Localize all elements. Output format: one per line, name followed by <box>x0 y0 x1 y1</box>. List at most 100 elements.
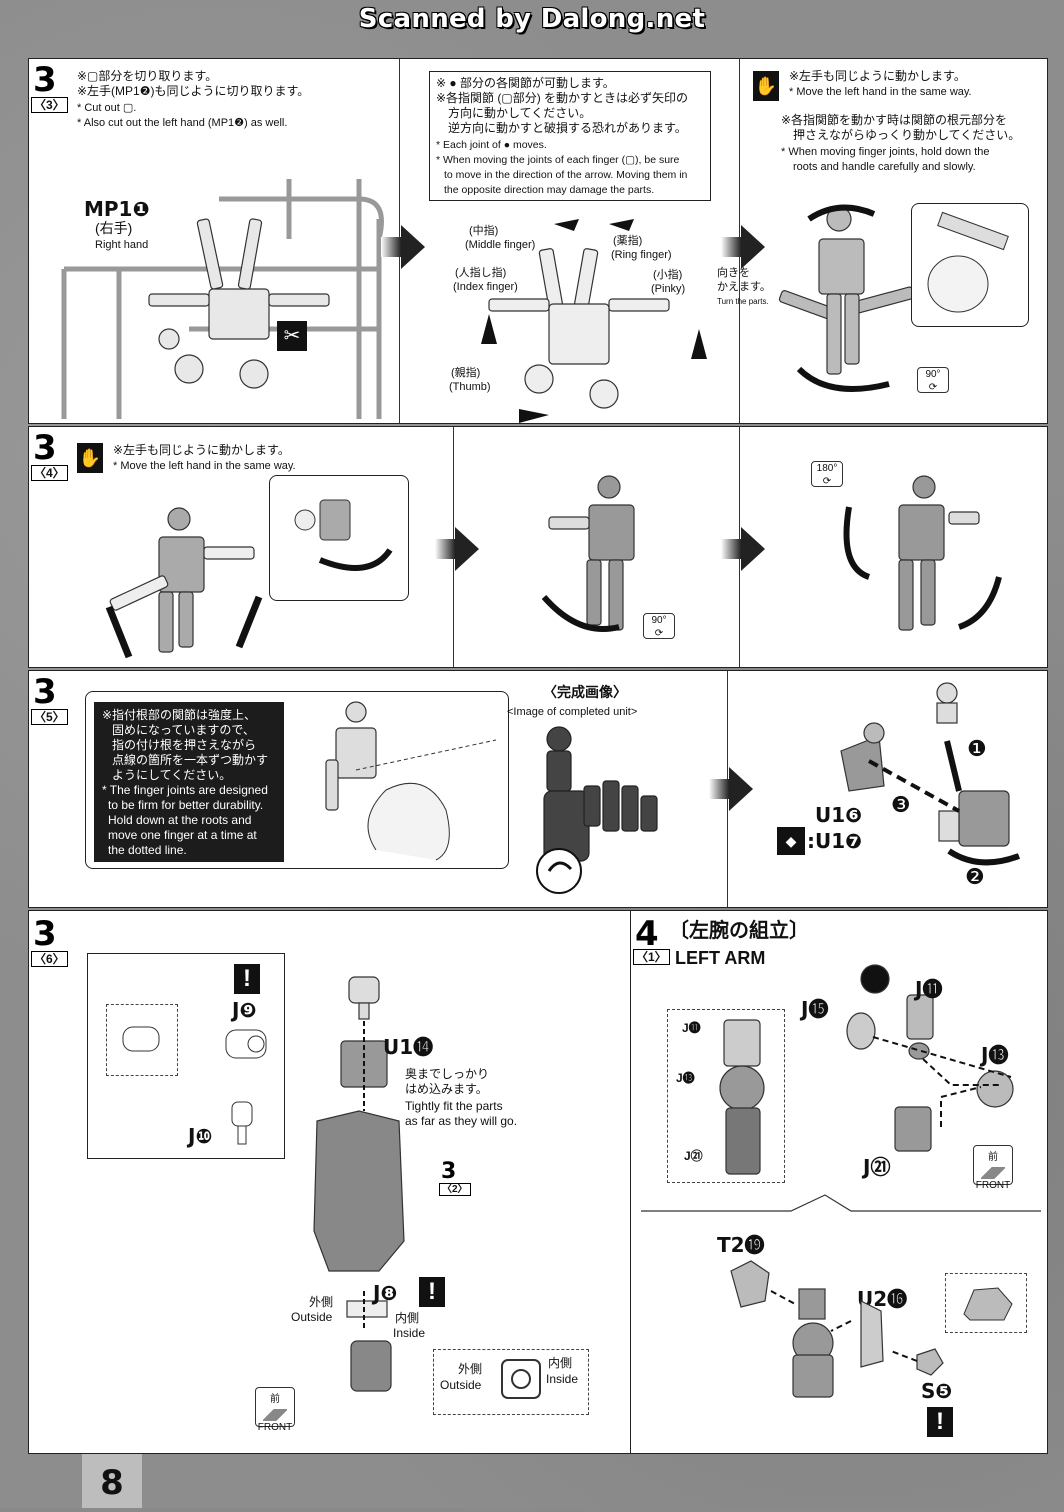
arm-assembled-detail: J⓫ J⓭ J㉑ <box>667 1009 785 1183</box>
finger-joint-caution: ※指付根部の関節は強度上、 固めになっていますので、 指の付け根を押さえながら … <box>94 702 284 862</box>
finger-hold-detail <box>911 203 1029 327</box>
substep-label: 〈3〉 <box>31 97 68 113</box>
front-arrow-icon <box>263 1409 287 1421</box>
step-number: 3 <box>33 428 57 468</box>
page-number: 8 <box>82 1454 142 1508</box>
box-en-3: to move in the direction of the arrow. M… <box>444 169 688 181</box>
substep-label: 〈6〉 <box>31 951 68 967</box>
turn-jp-2: かえます。 <box>717 281 771 293</box>
divider <box>453 427 454 667</box>
part-mp1-1: MP1❶ <box>84 197 150 221</box>
ring-finger-jp: (薬指) <box>613 235 643 247</box>
divider <box>739 427 740 667</box>
part-j10: J❿ <box>188 1124 213 1148</box>
box-jp-2: ※各指関節 (▢部分) を動かすときは必ず矢印の <box>436 91 689 105</box>
turn-jp-1: 向きを <box>717 267 750 279</box>
note-jp-2: ※左手(MP1❷)も同じように切り取ります。 <box>77 84 310 98</box>
part-j13: J⓭ <box>981 1043 1009 1067</box>
step-number: 3 <box>33 672 57 712</box>
box-en-4: the opposite direction may damage the pa… <box>444 184 655 196</box>
hand-detail-box <box>269 475 409 601</box>
left-hand-icon: ✋ <box>753 71 779 101</box>
next-step-arrow <box>709 767 753 811</box>
step-number: 3 <box>33 914 57 954</box>
panel-step-3-4: 3 〈4〉 ✋ ※左手も同じように動かします。 * Move the left … <box>28 426 1048 668</box>
ref-step-number: 3 <box>441 1159 457 1184</box>
mirror-part-icon: ◆ <box>777 827 805 855</box>
fit-en-2: as far as they will go. <box>405 1114 518 1128</box>
u14-assembly-diagram <box>313 976 405 1392</box>
next-step-arrow <box>721 225 765 269</box>
hold-jp-2: 押さえながらゆっくり動かしてください。 <box>793 128 1021 142</box>
part-j9: J❾ <box>232 998 257 1022</box>
part-s5: S❺ <box>921 1379 953 1403</box>
next-step-arrow <box>721 527 765 571</box>
part-j8: J❽ <box>373 1281 398 1305</box>
box-jp-4: 逆方向に動かすと破損する恐れがあります。 <box>448 121 687 135</box>
divider <box>739 59 740 423</box>
next-step-arrow <box>435 527 479 571</box>
completed-jp: 〈完成画像〉 <box>543 684 627 700</box>
title-en: LEFT ARM <box>675 948 766 968</box>
title-jp: 〔左腕の組立〕 <box>669 920 809 942</box>
detail-outside-en: Outside <box>440 1378 482 1392</box>
part-j21: J㉑ <box>863 1155 891 1179</box>
left-hand-jp: ※左手も同じように動かします。 <box>113 443 290 457</box>
index-finger-en: (Index finger) <box>453 281 518 293</box>
left-hand-en: * Move the left hand in the same way. <box>789 86 972 98</box>
j8-orientation-detail: 外側 Outside 内側 Inside <box>433 1349 589 1415</box>
part-u1-14: U1⓮ <box>383 1035 434 1059</box>
hand-pose-3 <box>843 475 1002 631</box>
front-indicator: 前 FRONT <box>973 1145 1013 1191</box>
pinky-jp: (小指) <box>653 269 683 281</box>
arm-exploded-diagram <box>846 964 1014 1152</box>
box-jp-1: ※ ● 部分の各関節が可動します。 <box>436 76 615 90</box>
detail-j11: J⓫ <box>682 1021 701 1035</box>
completed-hand-image <box>536 726 658 894</box>
thumb-en: (Thumb) <box>449 381 491 393</box>
panel-step-3-3: 3 〈3〉 ※▢部分を切り取ります。 ※左手(MP1❷)も同じように切り取ります… <box>28 58 1048 424</box>
left-hand-en: * Move the left hand in the same way. <box>113 460 296 472</box>
front-arrow-icon <box>981 1167 1005 1179</box>
step-marker-1: ❶ <box>967 736 987 761</box>
part-en-label: Right hand <box>95 239 149 251</box>
index-finger-jp: (人指し指) <box>455 267 507 279</box>
j8-part <box>501 1359 541 1399</box>
ref-substep-label: 〈2〉 <box>439 1183 471 1196</box>
j9-closeup <box>106 1004 178 1076</box>
rotate-90-badge: 90°⟳ <box>643 613 675 639</box>
joint-caution-box: ※ ● 部分の各関節が可動します。 ※各指関節 (▢部分) を動かすときは必ず矢… <box>429 71 711 201</box>
detail-outside-jp: 外側 <box>458 1362 483 1376</box>
panel-step-3-6: 3 〈6〉 ! J❾ J❿ U1⓮ 奥までしっかり はめ込みます。 Tightl… <box>28 910 632 1454</box>
next-step-arrow <box>381 225 425 269</box>
fit-jp-2: はめ込みます。 <box>405 1082 488 1096</box>
middle-finger-en: (Middle finger) <box>465 239 536 251</box>
part-jp-label: (右手) <box>95 220 133 236</box>
fit-en-1: Tightly fit the parts <box>405 1099 503 1113</box>
step-marker-3: ❸ <box>891 792 911 817</box>
hand-pose-2 <box>541 475 635 632</box>
turn-en: Turn the parts. <box>717 297 769 306</box>
step-number: 4 <box>635 914 659 954</box>
rotate-180-badge: 180°⟳ <box>811 461 843 487</box>
step-number: 3 <box>33 60 57 100</box>
step-marker-2: ❷ <box>965 864 985 889</box>
inside-jp: 内側 <box>395 1311 420 1325</box>
watermark-header: Scanned by Dalong.net <box>358 4 706 34</box>
hold-en-2: roots and handle carefully and slowly. <box>793 161 976 173</box>
thumb-jp: (親指) <box>451 367 481 379</box>
finger-press-illustration <box>325 701 497 861</box>
box-en-1: * Each joint of ● moves. <box>436 139 547 151</box>
box-jp-3: 方向に動かしてください。 <box>448 106 592 120</box>
j9-part <box>225 1029 267 1059</box>
ring-finger-en: (Ring finger) <box>611 249 672 261</box>
panel-step-3-5: 3 〈5〉 ※指付根部の関節は強度上、 固めになっていますので、 指の付け根を押… <box>28 670 1048 908</box>
note-jp-1: ※▢部分を切り取ります。 <box>77 69 218 83</box>
hand-pose-1 <box>105 507 263 659</box>
panel-step-4-1: 4 〈1〉 〔左腕の組立〕 LEFT ARM J⓫ J⓭ J㉑ J⓯ J⓫ J⓭… <box>630 910 1048 1454</box>
hold-jp-1: ※各指関節を動かす時は関節の根元部分を <box>781 113 1008 127</box>
note-en-1: * Cut out ▢. <box>77 102 137 114</box>
note-en-2: * Also cut out the left hand (MP1❷) as w… <box>77 117 288 129</box>
j10-part <box>231 1101 253 1145</box>
left-hand-icon: ✋ <box>77 443 103 473</box>
